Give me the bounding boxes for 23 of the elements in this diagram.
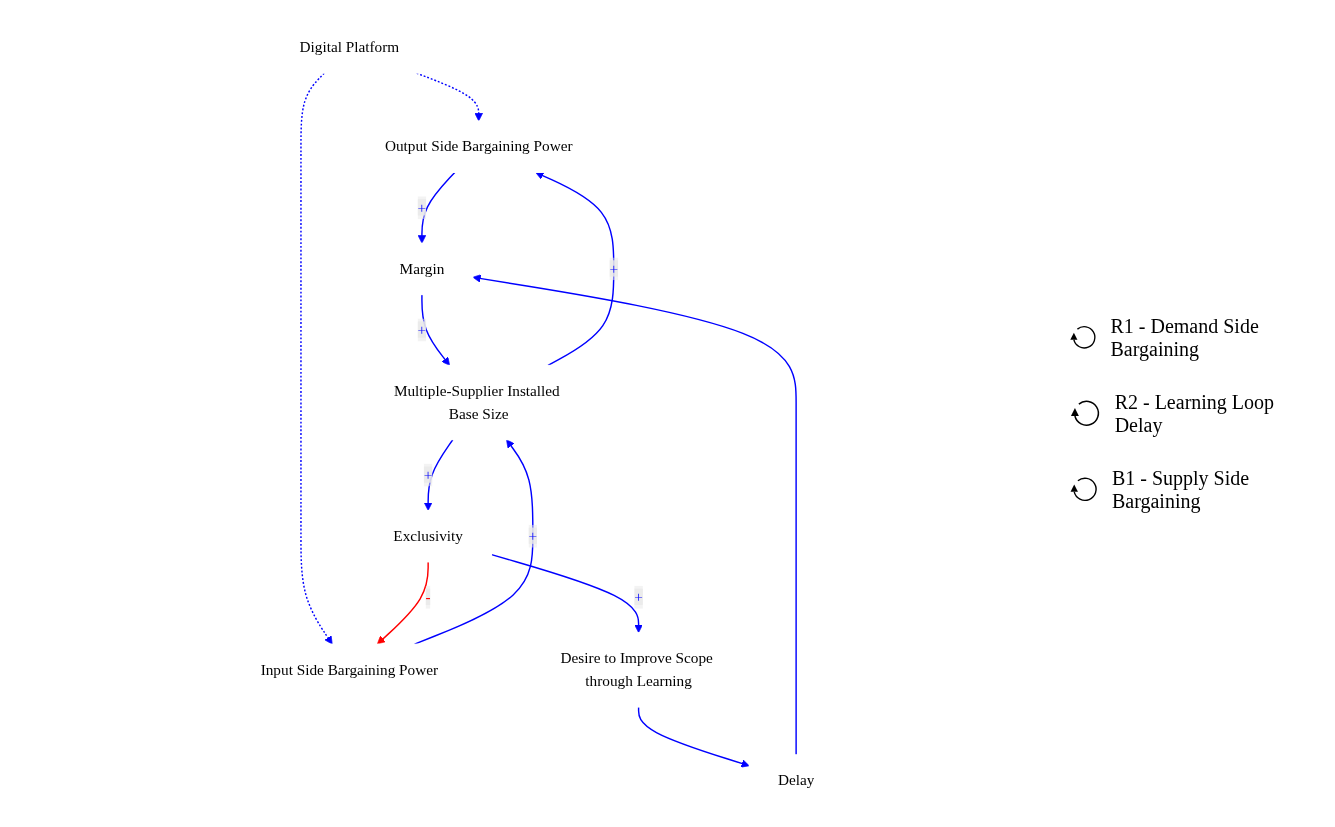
- edge-label: +: [417, 198, 427, 215]
- node-text: Delay: [777, 771, 815, 788]
- edge-label: +: [423, 466, 433, 483]
- loop-label: B1 - Supply Side Bargaining: [1111, 466, 1251, 513]
- node-text: Desire to Improve Scope through Learning: [560, 649, 713, 689]
- arrow: [637, 705, 750, 768]
- arrow: [535, 171, 615, 366]
- loop-label: R1 - Demand Side Bargaining: [1110, 314, 1260, 361]
- node-text: Input Side Bargaining Power: [260, 660, 439, 677]
- edge-label: +: [609, 259, 619, 277]
- arrow: [472, 273, 797, 756]
- edge-label: +: [417, 320, 427, 338]
- node-text: Digital Platform: [299, 38, 400, 55]
- node-text: Margin: [399, 259, 445, 277]
- node-text: Exclusivity: [393, 527, 463, 544]
- edge-label: +: [528, 527, 538, 544]
- arrow: [300, 71, 333, 644]
- node-text: Multiple-Supplier Installed Base Size: [393, 382, 560, 422]
- node-text: Output Side Bargaining Power: [384, 137, 573, 154]
- edge-label: -: [425, 588, 431, 605]
- edge-label: +: [634, 588, 643, 605]
- arrow: [421, 293, 450, 366]
- loop-label: R2 - Learning Loop Delay: [1114, 390, 1276, 437]
